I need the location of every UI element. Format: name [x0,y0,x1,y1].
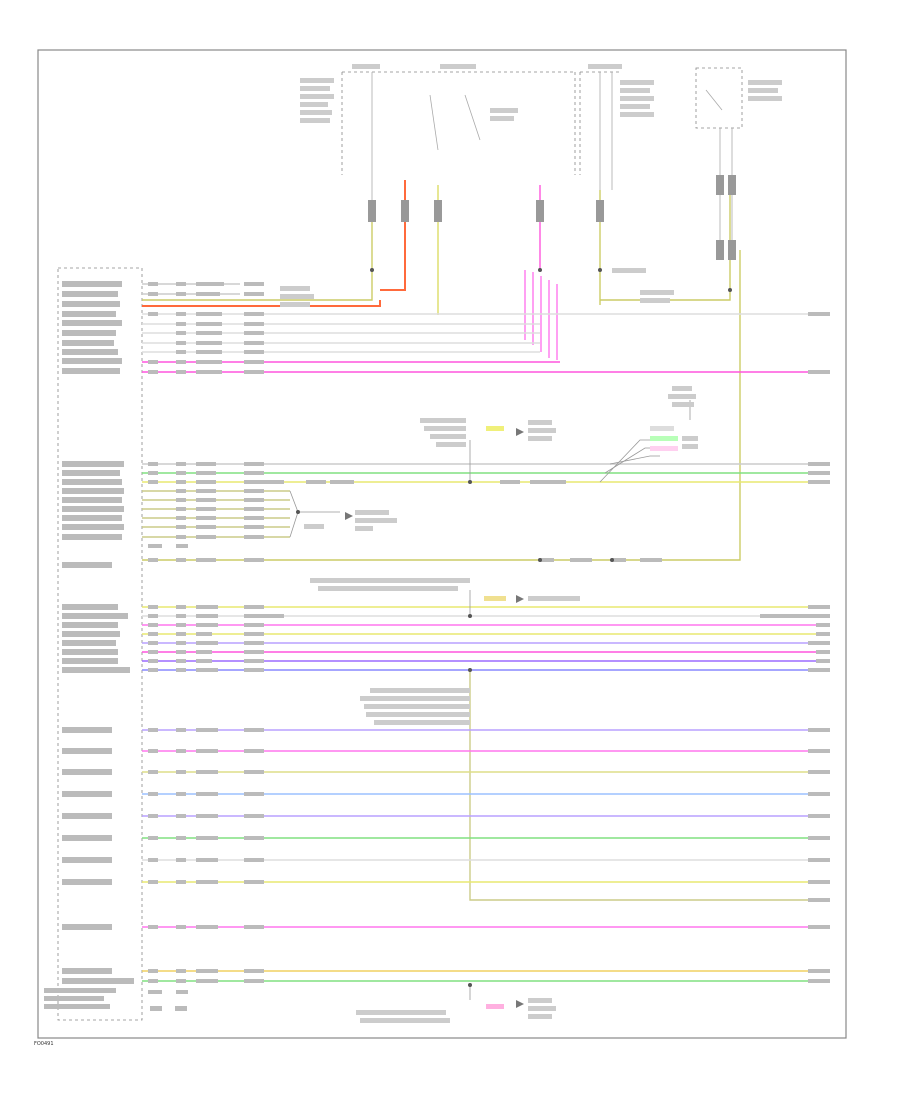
top-component-labels [300,64,782,123]
ground-symbols [345,428,524,1008]
outer-frame [37,49,847,1039]
wire-labels [148,282,830,994]
module-pin-labels [62,281,134,984]
splice-dots [296,268,732,987]
top-feed-wires [142,180,830,901]
top-connectors [368,175,736,260]
figure-code: FO0491 [34,1041,54,1047]
annotation-labels [280,268,698,1023]
control-module-box [57,267,143,1021]
splice-area-mid [289,400,691,1000]
top-components [341,67,743,270]
module-name-block [44,988,187,1011]
